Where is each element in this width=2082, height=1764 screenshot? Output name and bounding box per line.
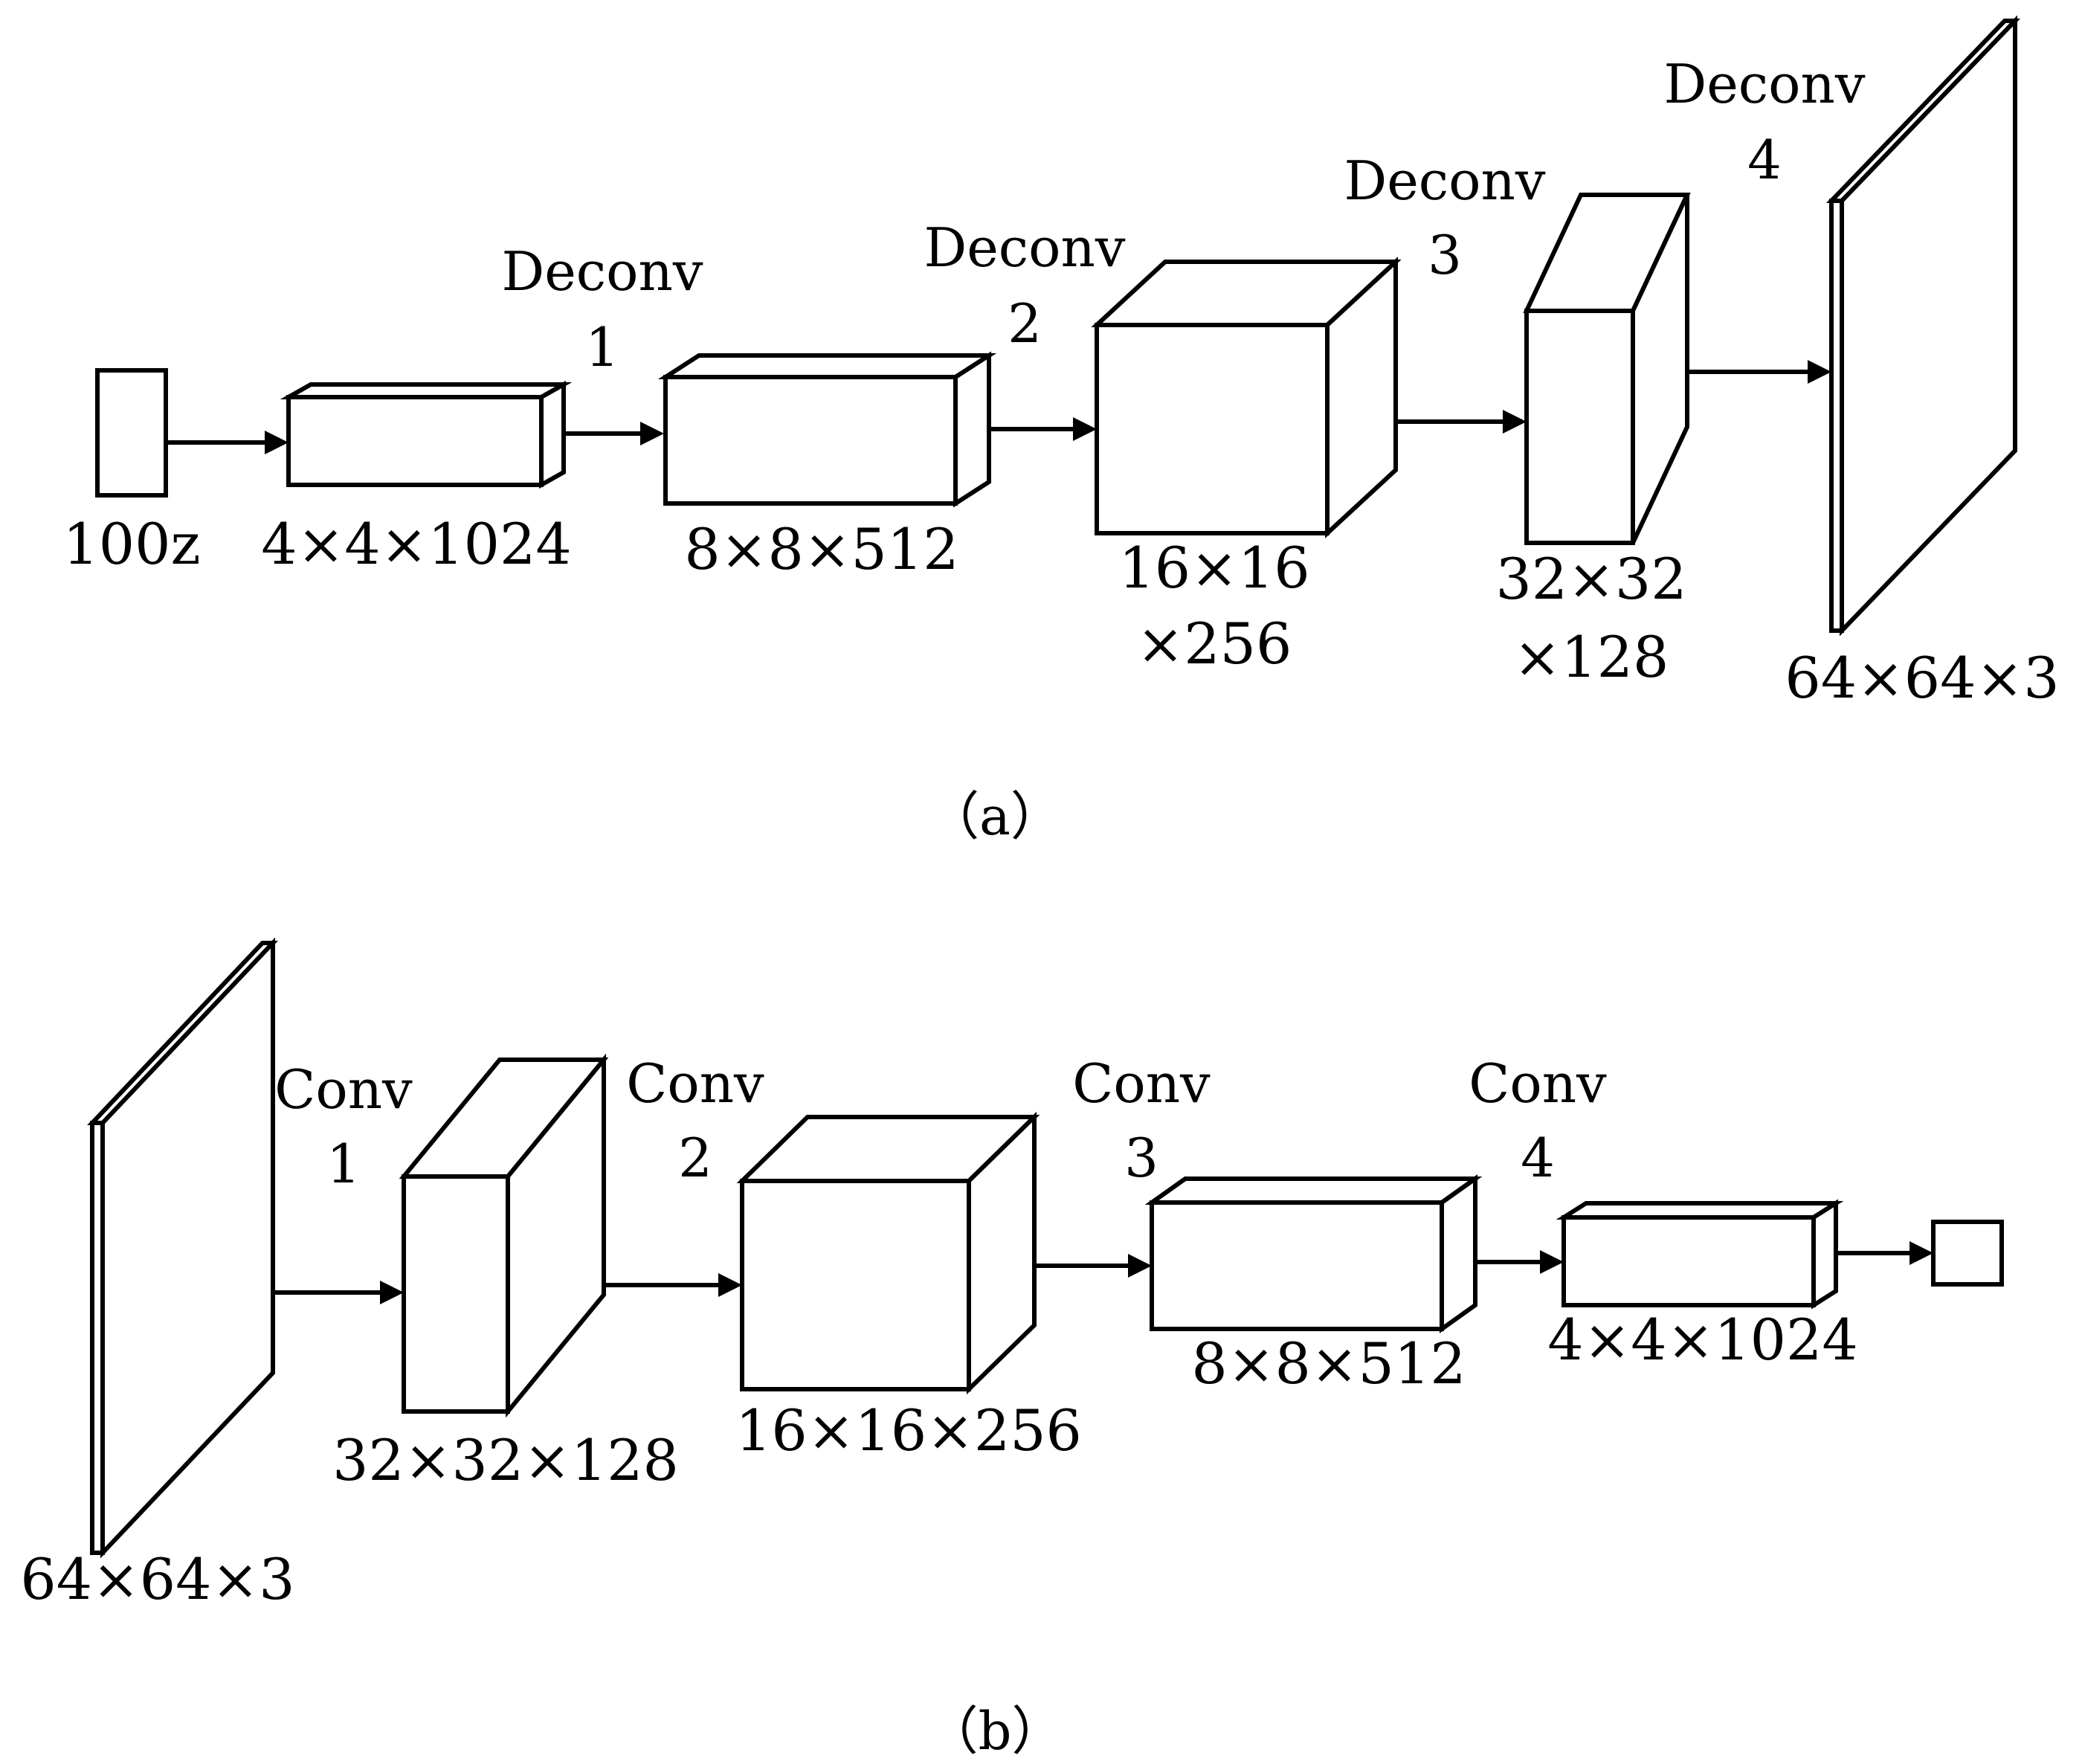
feature-block-dims-a2: 8×8×512 — [684, 516, 958, 582]
arrow-b3 — [1475, 1250, 1564, 1274]
feature-block-16x16x256-b — [736, 1111, 1040, 1395]
feature-block-4x4x1024-b — [1556, 1199, 1844, 1310]
deconv-2-number: 2 — [1008, 292, 1042, 355]
feature-block-dims-a4-line2: ×128 — [1514, 624, 1669, 690]
discriminator-output-block — [1931, 1220, 2004, 1287]
input-image-dims-b: 64×64×3 — [20, 1546, 294, 1612]
input-image-plane-b — [87, 937, 278, 1559]
arrow-b2 — [1034, 1254, 1152, 1278]
feature-block-dims-a1: 4×4×1024 — [261, 511, 571, 577]
arrow-b4 — [1836, 1241, 1933, 1265]
feature-block-32x32x128-a — [1523, 193, 1691, 545]
feature-block-4x4x1024-a — [280, 380, 573, 489]
caption-b: （b） — [926, 1701, 1064, 1762]
deconv-3-label: Deconv — [1344, 149, 1545, 212]
conv-4-label: Conv — [1469, 1052, 1607, 1115]
feature-block-dims-a3-line2: ×256 — [1137, 611, 1292, 677]
conv-4-number: 4 — [1521, 1127, 1555, 1189]
arrow-a3 — [1396, 410, 1527, 434]
conv-1-label: Conv — [274, 1058, 413, 1121]
feature-block-16x16x256-a — [1091, 257, 1402, 538]
arrow-a2 — [989, 417, 1097, 441]
feature-block-dims-b3: 8×8×512 — [1191, 1330, 1466, 1397]
arrow-a0 — [166, 431, 289, 454]
deconv-1-label: Deconv — [501, 240, 703, 303]
conv-3-label: Conv — [1072, 1052, 1211, 1115]
feature-block-dims-b4: 4×4×1024 — [1547, 1307, 1857, 1373]
deconv-2-label: Deconv — [924, 216, 1125, 279]
conv-2-label: Conv — [626, 1052, 764, 1115]
arrow-a1 — [564, 422, 664, 445]
arrow-b0 — [273, 1281, 404, 1304]
feature-block-8x8x512-a — [657, 351, 997, 508]
noise-vector-label: 100z — [62, 511, 200, 577]
feature-block-dims-b2: 16×16×256 — [735, 1397, 1082, 1464]
deconv-1-number: 1 — [585, 316, 619, 379]
output-image-plane-a — [1825, 15, 2021, 637]
deconv-4-label: Deconv — [1663, 53, 1865, 115]
conv-2-number: 2 — [678, 1127, 712, 1189]
feature-block-dims-a4-line1: 32×32 — [1495, 546, 1686, 612]
arrow-a4 — [1687, 360, 1831, 384]
feature-block-8x8x512-b — [1144, 1174, 1483, 1333]
output-image-dims-a: 64×64×3 — [1785, 645, 2059, 711]
panel-b: 64×64×3 Conv 1 32×32×128 Conv 2 — [20, 937, 2004, 1762]
feature-block-32x32x128-b — [399, 1053, 609, 1418]
panel-a: 100z 4×4×1024 Deconv 1 8×8×512 Dec — [62, 15, 2060, 847]
caption-a: （a） — [927, 786, 1063, 847]
deconv-4-number: 4 — [1747, 129, 1782, 191]
feature-block-dims-a3-line1: 16×16 — [1118, 535, 1309, 601]
conv-1-number: 1 — [326, 1133, 361, 1195]
conv-3-number: 3 — [1124, 1127, 1158, 1189]
deconv-3-number: 3 — [1428, 224, 1462, 286]
noise-vector-block — [95, 368, 168, 498]
feature-block-dims-b1: 32×32×128 — [332, 1427, 679, 1493]
arrow-b1 — [604, 1273, 742, 1297]
